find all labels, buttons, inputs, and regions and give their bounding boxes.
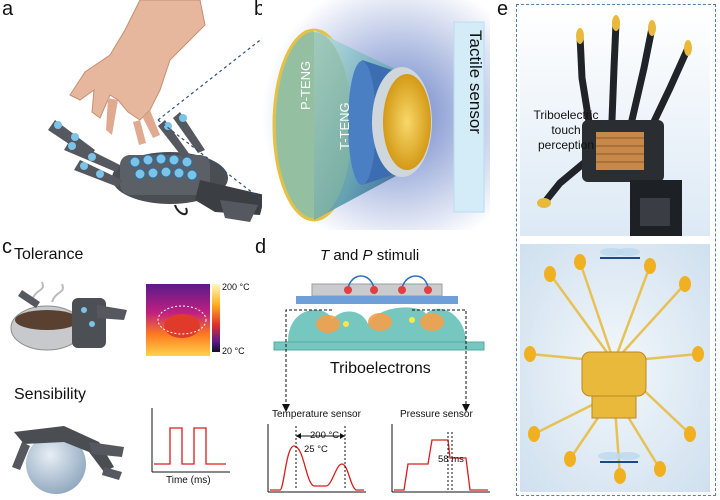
sensor-network-photo	[520, 244, 710, 492]
sensor-cross-section	[262, 0, 490, 230]
pulse-trace	[154, 427, 226, 465]
panel-e-frame	[516, 4, 716, 496]
pressure-time-label: 58 ms	[438, 454, 464, 465]
p-teng-label: P-TENG	[298, 60, 313, 110]
touch-perception-caption: Triboelectric touch perception	[521, 108, 611, 153]
caption-line-1: Triboelectric	[533, 108, 599, 122]
panel-e-letter: e	[497, 0, 509, 20]
tolerance-title: Tolerance	[14, 246, 84, 263]
sensibility-title: Sensibility	[14, 386, 87, 403]
caption-line-3: perception	[537, 138, 595, 152]
colorbar-max-label: 200 °C	[222, 282, 250, 292]
colorbar-min-label: 20 °C	[222, 346, 245, 356]
panel-d-letter: d	[255, 236, 267, 258]
temp-low-label: 25 °C	[304, 444, 328, 455]
time-axis-label: Time (ms)	[166, 475, 211, 486]
stimuli-and: and	[329, 247, 363, 264]
robotic-hand-illustration	[48, 0, 290, 222]
stimuli-title: T and P stimuli	[320, 247, 419, 264]
hand-holding-cup-illustration	[10, 281, 127, 351]
pressure-sensor-label: Pressure sensor	[400, 409, 473, 420]
dragonfly-icon	[600, 248, 640, 259]
temperature-sensor-chart	[267, 424, 366, 493]
triboelectrons-label: Triboelectrons	[330, 360, 431, 377]
pressure-sensor-chart	[391, 424, 490, 493]
temperature-trace	[270, 445, 364, 491]
panel-a-letter: a	[2, 0, 14, 20]
triboelectron-schematic	[273, 275, 485, 412]
caption-line-2: touch	[551, 123, 581, 137]
temp-high-label: 200 °C	[310, 430, 340, 441]
robot-hand-photo	[520, 8, 710, 236]
t-teng-label: T-TENG	[337, 102, 352, 150]
sensibility-pulse-chart	[151, 408, 230, 473]
stimuli-p: P	[362, 247, 373, 264]
pressure-trace	[394, 439, 488, 491]
temperature-sensor-label: Temperature sensor	[272, 409, 361, 420]
thermal-image	[146, 284, 210, 356]
stimuli-t: T	[320, 247, 330, 264]
hand-holding-ball-illustration	[12, 426, 124, 494]
tactile-sensor-label: Tactile sensor	[466, 30, 485, 134]
panel-c-letter: c	[2, 236, 12, 258]
panel-b-letter: b	[254, 0, 266, 20]
stimuli-rest: stimuli	[372, 247, 420, 264]
temperature-colorbar	[212, 284, 220, 352]
